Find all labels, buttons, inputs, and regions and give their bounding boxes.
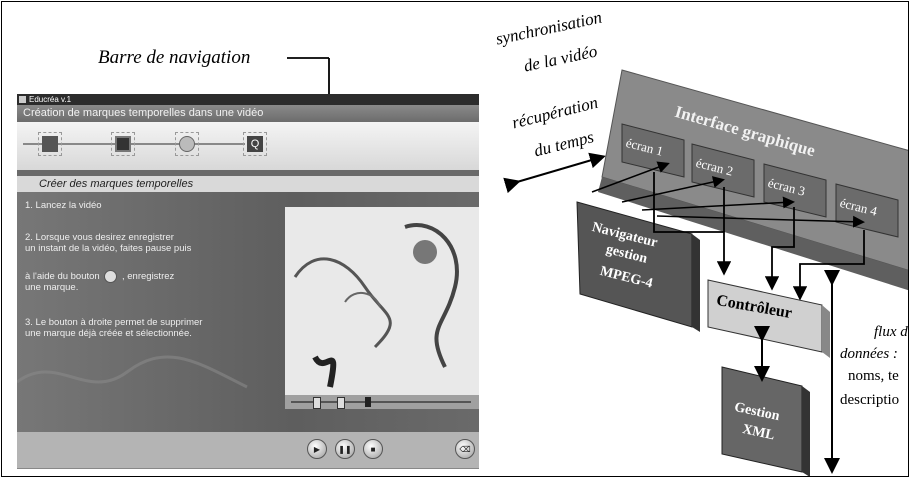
step-2-line-3a: à l'aide du bouton [25, 271, 100, 283]
navigation-bar-caption: Barre de navigation [98, 47, 251, 68]
step-2-line-3b: , enregistrez [122, 271, 175, 283]
film-icon [115, 136, 131, 152]
interface-box-edge [598, 177, 908, 291]
step-2-line-4: une marque. [25, 282, 79, 293]
timeline-slider[interactable] [285, 395, 479, 409]
flux-label-4: descriptio [840, 392, 900, 408]
app-window: Educréa v.1 Création de marques temporel… [17, 94, 479, 476]
mark-handle[interactable] [313, 397, 321, 409]
flux-label-3: noms, te [848, 368, 899, 384]
step-3-line-2: une marque déjà créée et sélectionnée. [25, 328, 192, 339]
step-2-line-3: à l'aide du bouton , enregistrez [25, 270, 280, 283]
app-icon [19, 96, 26, 103]
player-controls: ▶ ❚❚ ■ ⌫ [17, 432, 479, 468]
decorative-wave [17, 355, 248, 389]
step-1-text: 1. Lancez la vidéo [25, 200, 102, 211]
video-illustration [285, 207, 479, 395]
app-title: Educréa v.1 [29, 95, 72, 104]
section-heading: Créer des marques temporelles [17, 176, 479, 192]
stop-button[interactable]: ■ [363, 439, 383, 459]
step-2-line-2: un instant de la vidéo, faites pause pui… [25, 243, 192, 254]
app-titlebar: Educréa v.1 [17, 94, 479, 105]
flux-label-1: flux d [874, 324, 908, 340]
record-mark-icon [104, 270, 118, 283]
step-2-line-1: 2. Lorsque vous desirez enregistrer [25, 232, 174, 243]
square-icon [42, 136, 58, 152]
navigation-bar: Q [17, 122, 479, 170]
delete-mark-button[interactable]: ⌫ [455, 439, 475, 459]
q-icon: Q [247, 136, 263, 152]
video-frame [285, 207, 479, 395]
pause-button[interactable]: ❚❚ [335, 439, 355, 459]
step-3-line-1: 3. Le bouton à droite permet de supprime… [25, 317, 203, 328]
nav-step-4-button[interactable]: Q [243, 132, 267, 156]
magnifier-icon [179, 136, 195, 152]
play-button[interactable]: ▶ [307, 439, 327, 459]
interface-box [601, 69, 908, 271]
nav-step-2-button[interactable] [111, 132, 135, 156]
nav-step-1-button[interactable] [38, 132, 62, 156]
mark-handle[interactable] [337, 397, 345, 409]
playhead-handle[interactable] [365, 397, 371, 407]
flux-label-2: données : [840, 346, 898, 362]
timeline-track [291, 401, 471, 403]
status-bar [17, 468, 479, 476]
nav-step-3-button[interactable] [175, 132, 199, 156]
app-subtitle: Création de marques temporelles dans une… [17, 105, 479, 122]
